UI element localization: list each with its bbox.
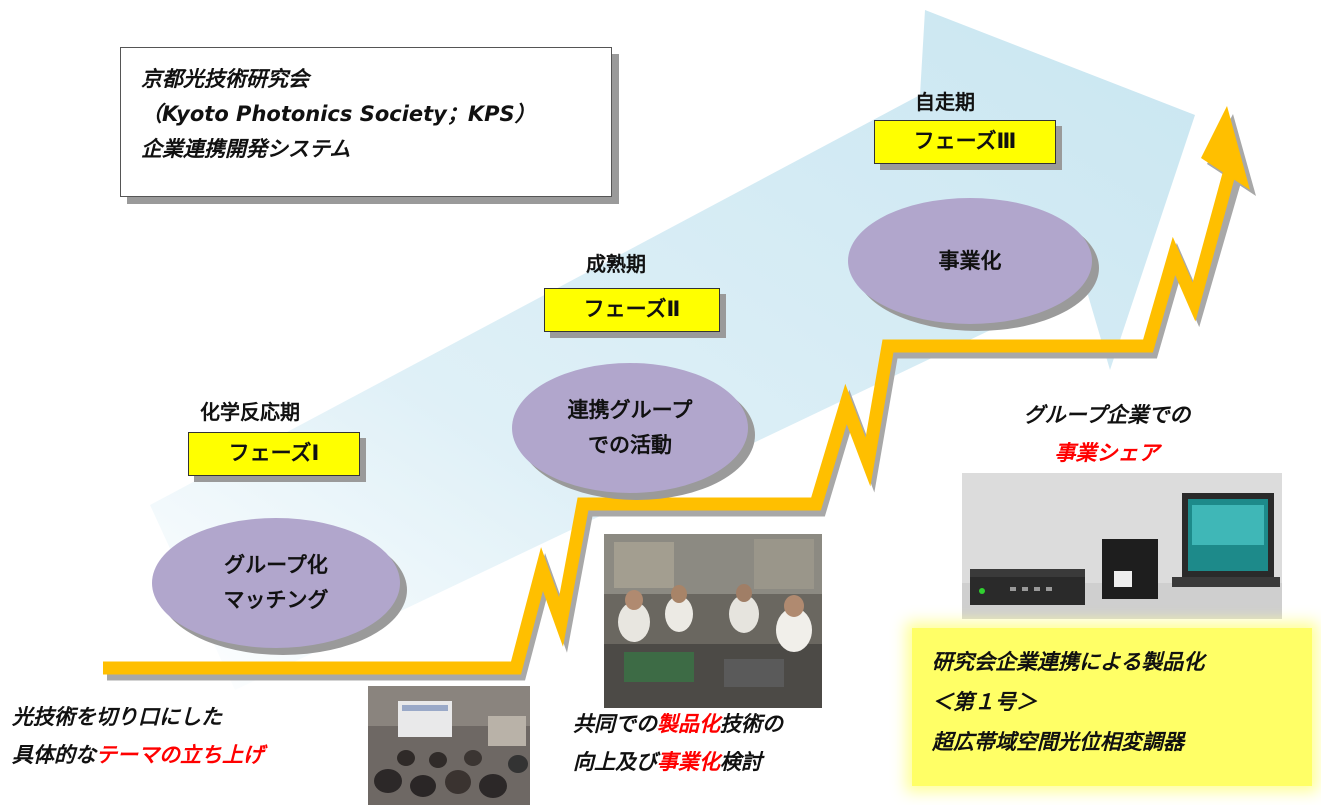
phase3-period: 自走期 [915,90,975,114]
caption-right-line2: 事業シェア [1054,441,1160,465]
phase1-label: フェーズⅠ [188,432,360,476]
title-line-3: 企業連携開発システム [141,137,351,161]
caption-left-line2-plain: 具体的な [12,743,96,767]
caption-left-line2: 具体的なテーマの立ち上げ [12,736,264,774]
phase2-ellipse-line1: 連携グループ [567,398,693,422]
product-note-line1: 研究会企業連携による製品化 [932,650,1205,674]
caption-right-line1: グループ企業での [1023,403,1191,427]
phase2-period: 成熟期 [586,252,646,276]
phase3-label: フェーズⅢ [874,120,1056,164]
phase1-ellipse-line2: マッチング [223,588,329,612]
product-photo [962,473,1282,619]
product-note: 研究会企業連携による製品化 ＜第１号＞ 超広帯域空間光位相変調器 [912,628,1312,786]
caption-middle-line2-b: 検討 [720,750,762,774]
step-arrow-head [1201,106,1250,190]
growth-arrow-shape [150,10,1195,690]
caption-middle-line2-red: 事業化 [657,750,720,774]
phase2-ellipse-line2: での活動 [588,433,672,457]
step-arrow-line [103,172,1236,675]
phase1-ellipse: グループ化 マッチング [152,518,400,648]
title-box: 京都光技術研究会 （Kyoto Photonics Society；KPS） 企… [120,47,612,197]
caption-right: グループ企業での 事業シェア [995,396,1219,472]
phase2-ellipse: 連携グループ での活動 [512,363,748,493]
meeting-photo [604,534,822,708]
caption-left-line2-red: テーマの立ち上げ [96,743,264,767]
caption-middle-line1-b: 技術の [720,712,783,736]
caption-left-line1: 光技術を切り口にした [12,705,222,729]
phase1-ellipse-line1: グループ化 [224,553,328,577]
caption-middle-line1-red: 製品化 [657,712,720,736]
phase3-ellipse: 事業化 [848,198,1092,324]
caption-middle-line2: 向上及び事業化検討 [573,743,783,781]
product-note-line2: ＜第１号＞ [932,690,1037,714]
title-line-1: 京都光技術研究会 [141,67,309,91]
title-line-2: （Kyoto Photonics Society；KPS） [141,102,536,126]
phase1-period: 化学反応期 [200,400,300,424]
caption-middle-line2-a: 向上及び [573,750,657,774]
caption-left: 光技術を切り口にした 具体的なテーマの立ち上げ [12,698,264,774]
caption-middle-line1-a: 共同での [573,712,657,736]
product-note-line3: 超広帯域空間光位相変調器 [932,730,1184,754]
phase2-label: フェーズⅡ [544,288,720,332]
seminar-photo [368,686,530,805]
phase3-ellipse-line1: 事業化 [938,248,1002,273]
caption-middle: 共同での製品化技術の 向上及び事業化検討 [573,705,783,781]
caption-middle-line1: 共同での製品化技術の [573,705,783,743]
